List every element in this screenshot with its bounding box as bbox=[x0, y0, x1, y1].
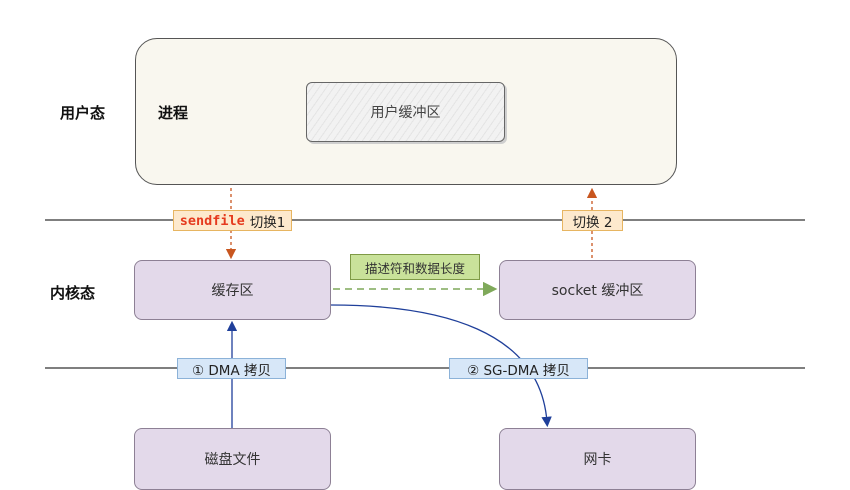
disk-file-box: 磁盘文件 bbox=[134, 428, 331, 490]
switch1-tag: sendfile 切换1 bbox=[173, 210, 292, 231]
dma-copy-tag: ① DMA 拷贝 bbox=[177, 358, 286, 379]
user-buffer-box: 用户缓冲区 bbox=[306, 82, 505, 142]
user-mode-label: 用户态 bbox=[60, 104, 106, 122]
descriptor-label: 描述符和数据长度 bbox=[350, 254, 480, 280]
sendfile-keyword: sendfile bbox=[179, 212, 245, 229]
kernel-mode-label: 内核态 bbox=[50, 284, 96, 302]
switch1-text: 切换1 bbox=[249, 214, 286, 231]
socket-buffer-box: socket 缓冲区 bbox=[499, 260, 696, 320]
page-cache-box: 缓存区 bbox=[134, 260, 331, 320]
nic-box: 网卡 bbox=[499, 428, 696, 490]
process-label: 进程 bbox=[158, 104, 189, 122]
sg-dma-copy-tag: ② SG-DMA 拷贝 bbox=[449, 358, 588, 379]
switch2-tag: 切换 2 bbox=[562, 210, 623, 231]
sg-dma-copy-arrow bbox=[330, 304, 552, 428]
